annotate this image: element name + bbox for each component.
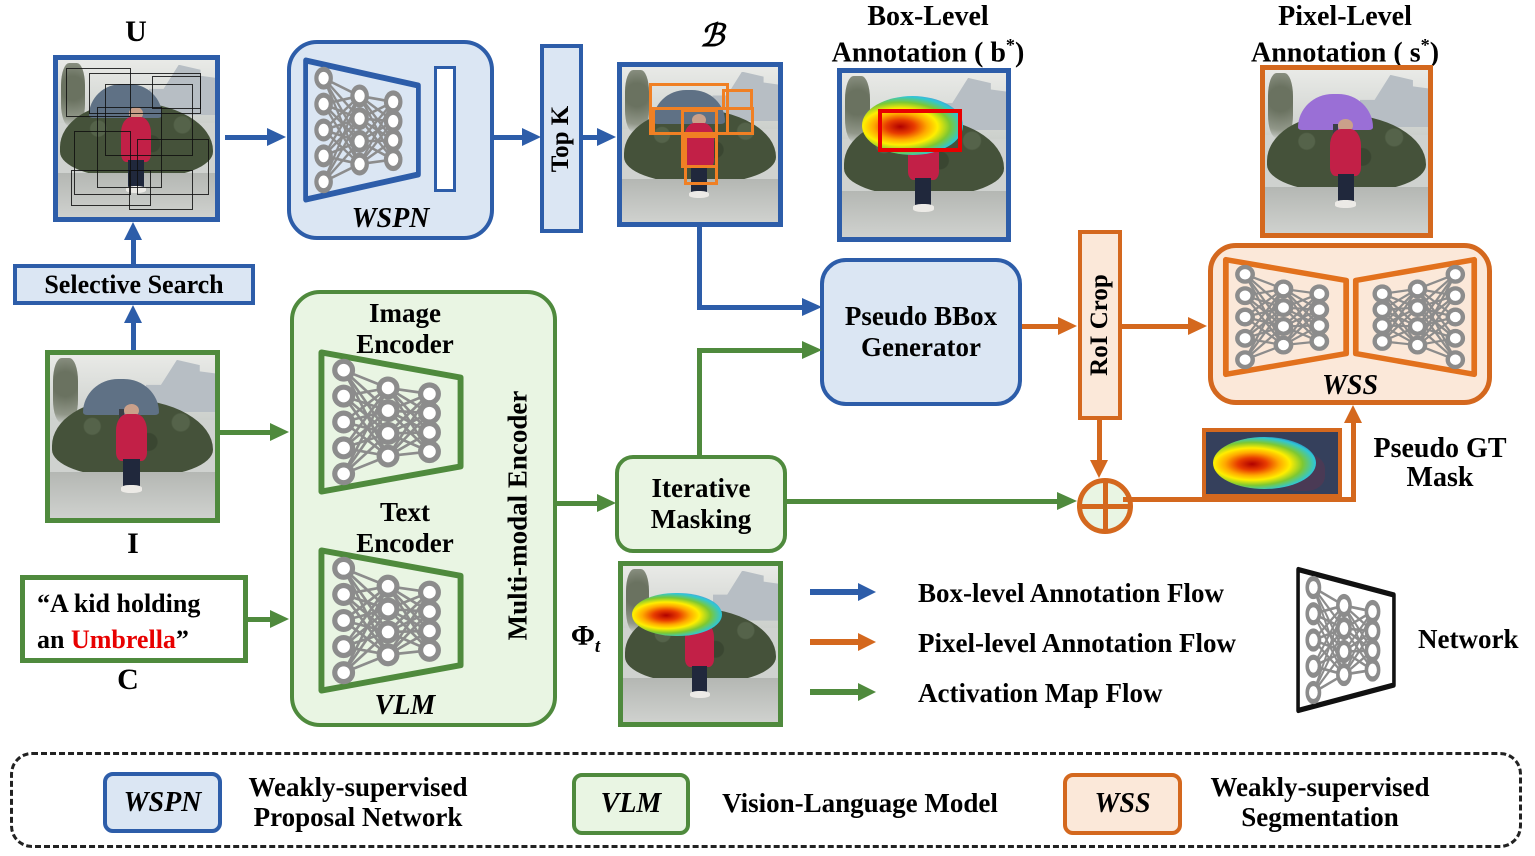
flow-legend-box-label: Box-level Annotation Flow	[918, 578, 1225, 608]
arrow-roi-wss	[1122, 324, 1190, 329]
abbreviation-legend-box	[10, 752, 1522, 848]
pseudo-gt-mask-image	[1202, 428, 1342, 498]
arrow-plus-wss-vertical	[1351, 423, 1356, 502]
legend-chip-wspn: WSPN	[103, 772, 222, 833]
pixel-annotation-image	[1260, 65, 1433, 238]
network-icon	[1295, 565, 1397, 715]
label-phi-t: Φt	[570, 620, 601, 657]
flow-legend-blue-arrow-head	[858, 583, 876, 601]
wss-encoder-network-icon	[1222, 256, 1350, 378]
arrow-masking-pbg-head	[802, 341, 822, 359]
label-i: I	[127, 527, 139, 560]
fusion-plus-icon	[1077, 478, 1133, 534]
topk-box: Top K	[540, 44, 583, 233]
arrow-input-selectivesearch	[131, 322, 136, 350]
flow-legend-activation-label: Activation Map Flow	[918, 678, 1163, 708]
masked-activation-image	[618, 561, 783, 727]
caption-box: “A kid holding an Umbrella”	[20, 575, 248, 663]
arrow-u-wspn-head	[267, 128, 286, 146]
roi-crop-box: RoI Crop	[1078, 230, 1122, 420]
arrow-encoder-masking	[557, 501, 599, 506]
multimodal-encoder-side-label: Multi-modal Encoder	[502, 390, 532, 640]
arrow-masking-pbg-horizontal	[697, 348, 804, 353]
arrow-input-selectivesearch-head	[124, 305, 142, 323]
legend-chip-vlm: VLM	[572, 773, 690, 835]
box-level-title: Box-Level Annotation ( b*)	[828, 2, 1028, 67]
arrow-plus-wss-head	[1344, 405, 1362, 423]
caption-keyword: Umbrella	[70, 625, 176, 654]
image-encoder-network-icon	[317, 348, 465, 496]
pixel-level-title: Pixel-Level Annotation ( s*)	[1235, 2, 1455, 67]
arrow-selectivesearch-u-head	[124, 222, 142, 240]
arrow-proposals-pbg-vertical	[697, 227, 702, 310]
network-icon-label: Network	[1418, 624, 1519, 654]
vlm-label: VLM	[374, 690, 436, 721]
arrow-pbg-roi-head	[1058, 317, 1077, 335]
arrow-caption-encoder	[248, 617, 272, 622]
arrow-roi-wss-head	[1188, 317, 1207, 335]
legend-desc-vlm: Vision-Language Model	[722, 788, 998, 818]
wspn-network-icon	[302, 56, 422, 204]
selective-search-label: Selective Search	[44, 270, 224, 299]
arrow-masking-pbg-vertical	[697, 348, 702, 455]
box-annotation-image	[837, 68, 1011, 242]
input-image	[45, 350, 220, 523]
arrow-input-encoder-head	[270, 423, 289, 441]
arrow-proposals-pbg-horizontal	[697, 305, 804, 310]
text-encoder-network-icon	[317, 546, 465, 695]
arrow-input-encoder	[220, 430, 272, 435]
flow-legend-blue-arrow	[810, 589, 858, 595]
arrow-wspn-topk-head	[522, 128, 541, 146]
arrow-wspn-topk	[494, 135, 524, 140]
arrow-topk-proposals	[583, 135, 599, 140]
caption-line2: an Umbrella”	[37, 625, 189, 654]
arrow-selectivesearch-u	[131, 240, 136, 264]
arrow-roi-plus-head	[1090, 460, 1108, 478]
arrow-plus-wss-horizontal	[1123, 497, 1356, 502]
flow-legend-green-arrow	[810, 689, 858, 695]
pixel-level-title-line1: Pixel-Level	[1278, 1, 1412, 32]
arrow-masking-plus	[787, 499, 1059, 504]
arrow-topk-proposals-head	[597, 128, 616, 146]
legend-chip-wss: WSS	[1063, 773, 1182, 835]
selective-search-image	[53, 55, 220, 222]
topk-proposals-image	[617, 62, 783, 227]
label-u: U	[125, 15, 147, 48]
arrow-pbg-roi	[1022, 324, 1060, 329]
arrow-caption-encoder-head	[270, 610, 289, 628]
pixel-level-title-line2: Annotation ( s*)	[1250, 35, 1440, 69]
arrow-encoder-masking-head	[597, 494, 616, 512]
arrow-proposals-pbg-head	[802, 298, 822, 316]
wss-label: WSS	[1321, 370, 1379, 401]
box-level-title-line2: Annotation ( b*)	[831, 35, 1025, 69]
arrow-masking-plus-head	[1057, 492, 1077, 510]
arrow-roi-plus	[1097, 420, 1102, 460]
flow-legend-green-arrow-head	[858, 683, 876, 701]
arrow-u-wspn	[225, 135, 269, 140]
selective-search-box: Selective Search	[13, 264, 255, 305]
caption-line1: “A kid holding	[37, 589, 201, 618]
wspn-output-bar-icon	[434, 66, 456, 192]
roi-crop-label: RoI Crop	[1086, 274, 1114, 376]
label-proposal-set: ℬ	[699, 18, 725, 53]
flow-legend-orange-arrow	[810, 639, 858, 645]
box-level-title-line1: Box-Level	[867, 1, 989, 32]
wspn-label: WSPN	[351, 203, 430, 234]
flow-legend-orange-arrow-head	[858, 633, 876, 651]
topk-label: Top K	[547, 105, 575, 172]
flow-legend-pixel-label: Pixel-level Annotation Flow	[918, 628, 1236, 658]
wss-decoder-network-icon	[1352, 256, 1478, 378]
label-c: C	[117, 663, 139, 696]
